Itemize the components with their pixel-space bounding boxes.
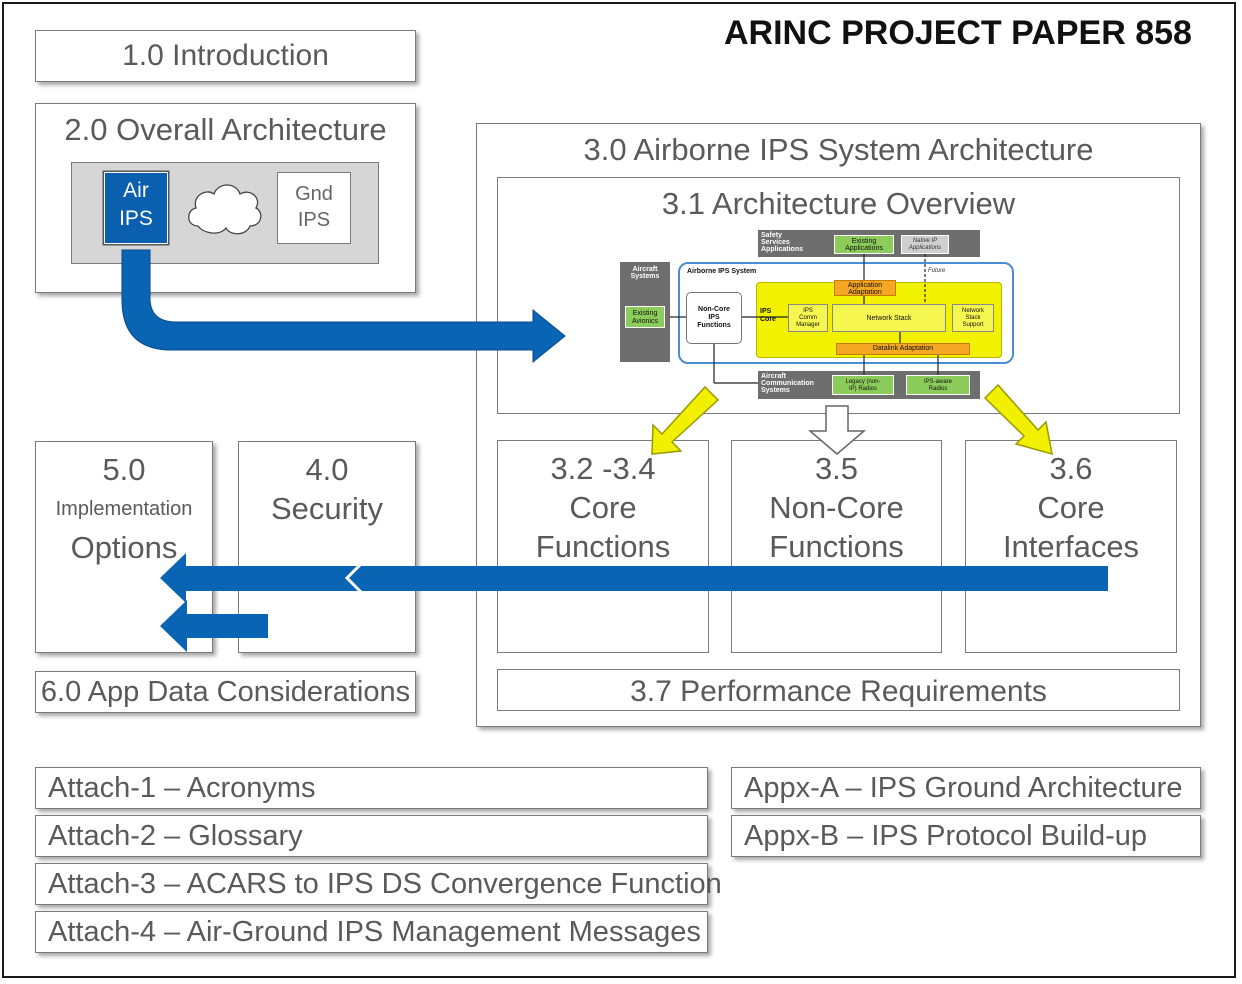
attachment-4-label: Attach-4 – Air-Ground IPS Management Mes… [48,916,701,948]
implementation-options-line3: Options [70,530,178,565]
section-app-data[interactable]: 6.0 App Data Considerations [35,671,416,713]
section-noncore-functions[interactable]: 3.5 Non-Core Functions [731,440,942,653]
section-introduction-label: 1.0 Introduction [122,39,329,72]
airborne-ips-system-label: Airborne IPS System [687,268,757,275]
page-title: ARINC PROJECT PAPER 858 [724,14,1192,52]
attachment-1[interactable]: Attach-1 – Acronyms [35,767,708,809]
attachment-3-label: Attach-3 – ACARS to IPS DS Convergence F… [48,868,722,900]
core-functions-line3: Functions [535,529,671,564]
cloud-icon [188,184,262,235]
section-performance-requirements[interactable]: 3.7 Performance Requirements [497,669,1180,711]
gnd-ips-box: Gnd IPS [277,172,351,244]
attachment-2[interactable]: Attach-2 – Glossary [35,815,708,857]
future-label: Future [928,268,946,274]
network-stack-box: Network Stack [832,304,946,332]
security-line1: 4.0 [305,452,349,487]
noncore-functions-line1: 3.5 [814,451,859,486]
appendix-a[interactable]: Appx-A – IPS Ground Architecture [731,767,1201,809]
appendix-a-label: Appx-A – IPS Ground Architecture [744,772,1183,804]
section-core-functions[interactable]: 3.2 -3.4 Core Functions [497,440,709,653]
performance-requirements-label: 3.7 Performance Requirements [630,675,1047,708]
gnd-ips-line1: Gnd [295,183,333,205]
attachment-1-label: Attach-1 – Acronyms [48,772,316,804]
noncore-functions-line2: Non-Core [769,490,904,525]
implementation-options-line2: Implementation [55,498,193,520]
attachment-3[interactable]: Attach-3 – ACARS to IPS DS Convergence F… [35,863,722,905]
legacy-radios-box: Legacy (non-IP) Radios [832,375,894,395]
noncore-functions-line3: Functions [769,529,904,564]
core-interfaces-line3: Interfaces [1002,529,1140,564]
appendix-b-label: Appx-B – IPS Protocol Build-up [744,820,1147,852]
section-airborne-architecture-label: 3.0 Airborne IPS System Architecture [583,132,1094,167]
section-introduction[interactable]: 1.0 Introduction [35,30,416,82]
app-data-label: 6.0 App Data Considerations [40,676,411,708]
air-ips-box: Air IPS [104,172,168,244]
air-ips-line1: Air [123,179,149,202]
gnd-ips-line2: IPS [297,209,331,231]
attachment-2-label: Attach-2 – Glossary [48,820,303,852]
air-ips-line2: IPS [119,207,153,230]
core-functions-line2: Core [569,490,637,525]
datalink-adaptation-box: Datalink Adaptation [836,343,970,355]
security-line2: Security [271,491,383,526]
mini-diagram-connectors [670,254,939,384]
section-overall-architecture[interactable]: 2.0 Overall Architecture Air IPS Gnd IPS [35,103,416,293]
attachment-4[interactable]: Attach-4 – Air-Ground IPS Management Mes… [35,911,708,953]
implementation-options-line1: 5.0 [102,452,146,487]
appendix-b[interactable]: Appx-B – IPS Protocol Build-up [731,815,1201,857]
section-architecture-overview-label: 3.1 Architecture Overview [661,186,1016,221]
core-functions-line1: 3.2 -3.4 [550,451,656,486]
core-interfaces-line2: Core [1037,490,1105,525]
section-core-interfaces[interactable]: 3.6 Core Interfaces [965,440,1177,653]
section-implementation-options[interactable]: 5.0 Implementation Options [35,441,213,653]
section-security[interactable]: 4.0 Security [238,441,416,653]
core-interfaces-line1: 3.6 [1049,451,1093,486]
section-overall-architecture-label: 2.0 Overall Architecture [64,112,387,147]
